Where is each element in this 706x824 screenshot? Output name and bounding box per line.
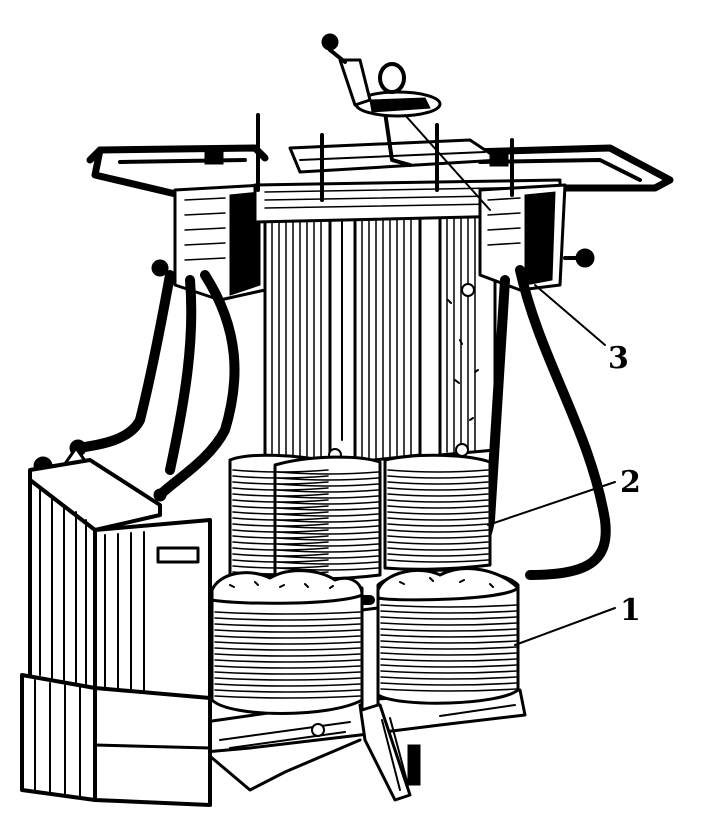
leader-line-3 <box>534 284 606 346</box>
upper-windings <box>228 453 492 585</box>
winding-line <box>387 487 489 491</box>
winding-line <box>387 541 489 545</box>
coil-turn-line <box>380 664 517 668</box>
winding-line <box>277 513 379 517</box>
coil-turn-line <box>380 682 517 686</box>
winding-line <box>387 469 489 473</box>
coil-turn-line <box>214 641 361 645</box>
winding-line <box>277 489 379 493</box>
winding-line <box>387 553 489 557</box>
winding-line <box>277 477 379 481</box>
winding-line <box>277 483 379 487</box>
winding-line <box>277 561 379 565</box>
coil-turn-line <box>214 617 361 621</box>
coil-turn-line <box>214 611 361 615</box>
coil-turn-line <box>380 652 517 656</box>
winding-line <box>387 517 489 521</box>
label-1: 1 <box>620 593 641 628</box>
winding-line <box>277 507 379 511</box>
coil-turn-line <box>214 671 361 675</box>
coil-turn-line <box>214 653 361 657</box>
coil-turn-line <box>380 676 517 680</box>
winding-line <box>387 499 489 503</box>
coil-turn-line <box>380 646 517 650</box>
coil-turn-line <box>380 628 517 632</box>
winding-line <box>387 511 489 515</box>
coil-turn-line <box>214 659 361 663</box>
winding-line <box>277 495 379 499</box>
leader-line-1 <box>514 607 616 646</box>
coil-turn-line <box>214 665 361 669</box>
coil-turn-line <box>214 683 361 687</box>
coil-turn-line <box>380 604 517 608</box>
coil-turn-line <box>380 688 517 692</box>
winding-line <box>387 493 489 497</box>
label-3: 3 <box>608 341 629 376</box>
winding-line <box>387 559 489 563</box>
winding-line <box>387 535 489 539</box>
coil-turn-line <box>214 623 361 627</box>
coil-turn-line <box>380 616 517 620</box>
coil-turn-line <box>380 622 517 626</box>
winding-line <box>387 529 489 533</box>
coil-turn-line <box>380 610 517 614</box>
winding-line <box>277 537 379 541</box>
coil-turn-line <box>214 689 361 693</box>
winding-line <box>277 555 379 559</box>
coil-turn-line <box>214 635 361 639</box>
coil-turn-line <box>214 629 361 633</box>
winding-line <box>277 501 379 505</box>
coil-turn-line <box>380 670 517 674</box>
label-2: 2 <box>620 465 641 500</box>
coil-turn-line <box>380 640 517 644</box>
winding-line <box>387 475 489 479</box>
iron-core <box>263 198 497 470</box>
winding-line <box>277 471 379 475</box>
coil-turn-line <box>380 658 517 662</box>
coil-turn-line <box>214 677 361 681</box>
winding-line <box>277 543 379 547</box>
winding-line <box>387 523 489 527</box>
winding-line <box>277 519 379 523</box>
winding-line <box>277 531 379 535</box>
winding-line <box>277 525 379 529</box>
coil-turn-line <box>214 695 361 699</box>
winding-line <box>277 567 379 571</box>
leader-line-2 <box>487 481 616 526</box>
winding-line <box>387 505 489 509</box>
winding-line <box>387 481 489 485</box>
winding-line <box>277 549 379 553</box>
coil-turn-line <box>214 647 361 651</box>
top-yoke <box>86 33 674 302</box>
winding-line <box>387 547 489 551</box>
lower-coils <box>210 567 520 715</box>
callouts: 3 2 1 <box>487 284 641 646</box>
coil-turn-line <box>380 634 517 638</box>
side-tank <box>20 458 212 807</box>
